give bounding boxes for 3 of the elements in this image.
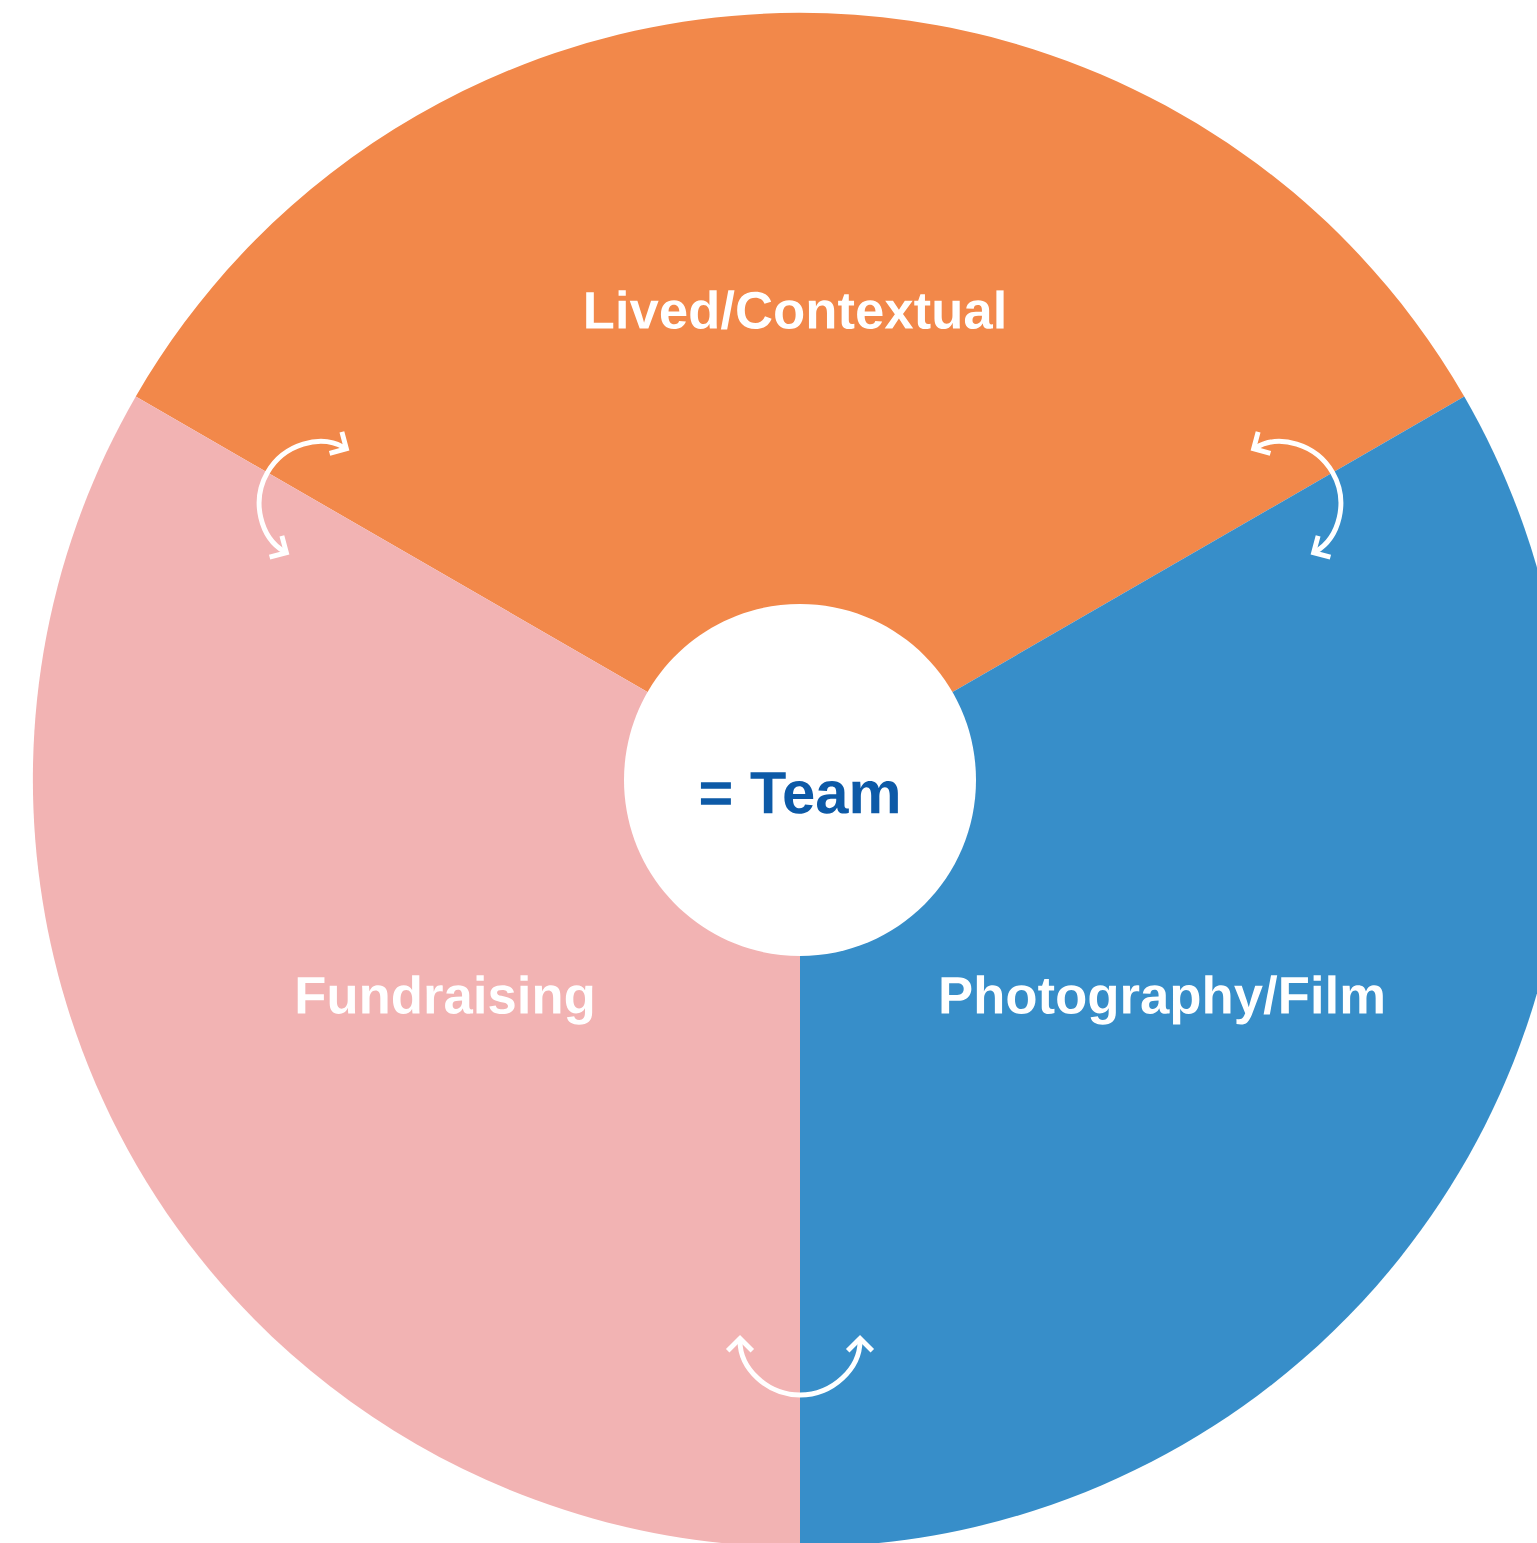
- curved-arrow: [725, 1335, 875, 1398]
- curved-arrow: [256, 431, 350, 560]
- curved-arrow: [1250, 431, 1344, 560]
